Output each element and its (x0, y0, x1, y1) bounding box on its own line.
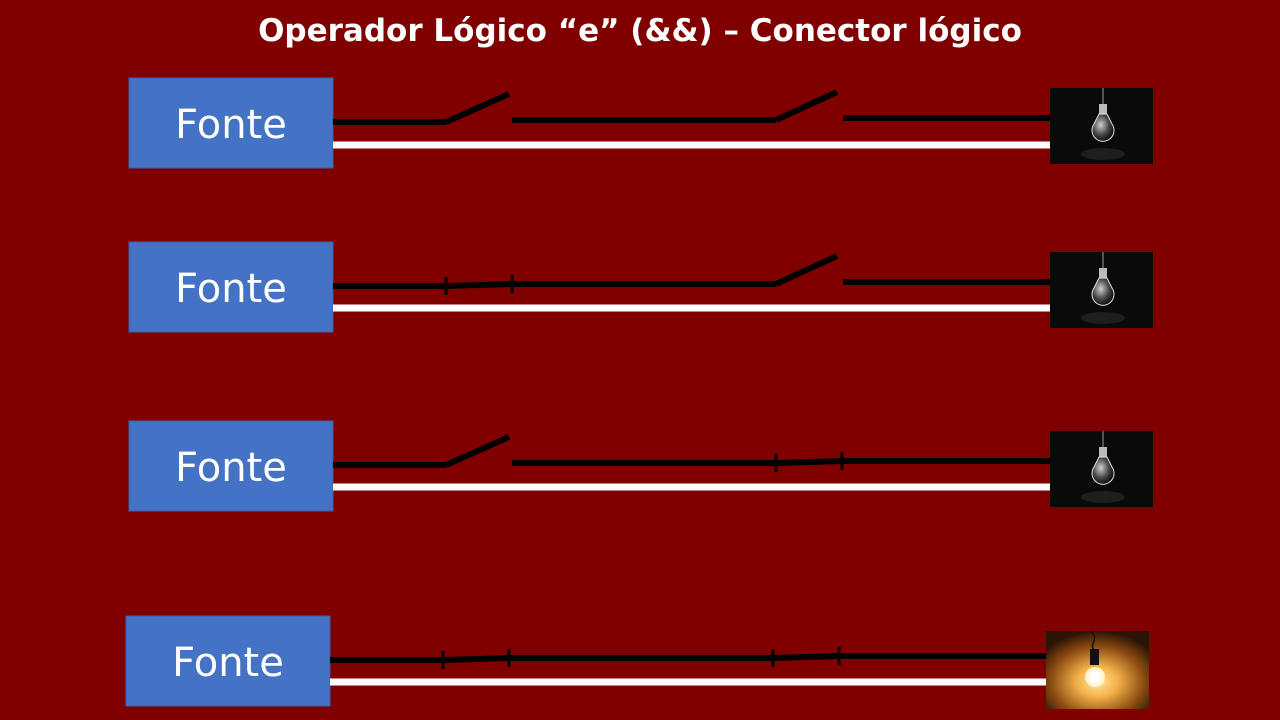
lightbulb-off-icon (1050, 88, 1153, 164)
switch-2-closed (776, 461, 842, 463)
source-label: Fonte (175, 102, 287, 148)
circuit-row: Fonte (129, 421, 1153, 511)
lightbulb-off-icon (1050, 431, 1153, 507)
circuit-row: Fonte (129, 242, 1153, 332)
switch-1-closed (443, 658, 509, 660)
lightbulb-on-icon (1046, 631, 1149, 709)
source-label: Fonte (172, 640, 284, 686)
switch-1-open (446, 94, 509, 122)
switch-2-closed (773, 656, 839, 658)
circuit-row: Fonte (126, 616, 1149, 709)
switch-2-open (776, 92, 837, 120)
source-label: Fonte (175, 266, 287, 312)
switch-1-open (446, 437, 509, 465)
circuit-row: Fonte (129, 78, 1153, 168)
switch-2-open (776, 256, 837, 284)
lightbulb-off-icon (1050, 252, 1153, 328)
source-label: Fonte (175, 445, 287, 491)
switch-1-closed (446, 284, 512, 286)
